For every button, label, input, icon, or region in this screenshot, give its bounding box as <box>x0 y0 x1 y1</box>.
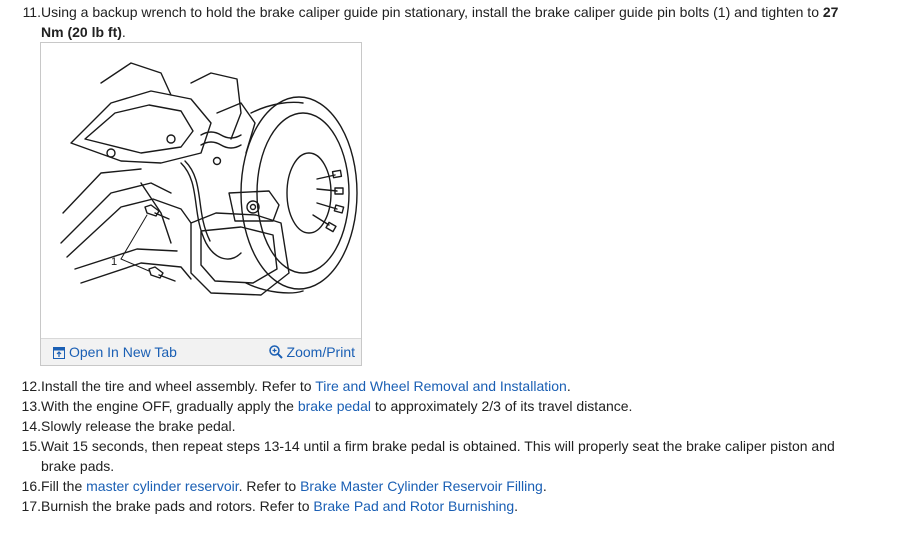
step-11: 11. Using a backup wrench to hold the br… <box>14 2 884 40</box>
step-text: Install the tire and wheel assembly. Ref… <box>41 378 571 394</box>
step-14: 14. Slowly release the brake pedal. <box>14 416 884 436</box>
step-number: 17. <box>21 498 41 514</box>
open-in-new-tab-label: Open In New Tab <box>69 344 177 360</box>
step-text: Burnish the brake pads and rotors. Refer… <box>41 498 519 514</box>
step-13: 13. With the engine OFF, gradually apply… <box>14 396 884 416</box>
step-text: With the engine OFF, gradually apply the… <box>41 398 633 414</box>
figure-toolbar: Open In New Tab Zoom/Print <box>41 338 361 365</box>
pad-rotor-burnishing-link[interactable]: Brake Pad and Rotor Burnishing <box>313 498 515 514</box>
brake-pedal-link[interactable]: brake pedal <box>297 398 371 414</box>
master-cylinder-reservoir-link[interactable]: master cylinder reservoir <box>86 478 239 494</box>
step-number: 12. <box>21 378 41 394</box>
step-text: Wait 15 seconds, then repeat steps 13-14… <box>41 438 835 474</box>
brake-caliper-illustration: 1 <box>60 62 358 296</box>
step-text: Slowly release the brake pedal. <box>41 418 236 434</box>
illustration-figure: 1 Open In New Tab Zoom/Print <box>40 42 362 366</box>
open-in-new-tab-button[interactable]: Open In New Tab <box>53 343 177 361</box>
step-number: 11. <box>22 4 41 20</box>
torque-value: 27 <box>822 4 839 20</box>
open-new-tab-icon <box>53 347 65 359</box>
torque-units: Nm (20 lb ft) <box>41 24 122 40</box>
step-16: 16. Fill the master cylinder reservoir. … <box>14 476 884 496</box>
step-number: 13. <box>21 398 41 414</box>
step-number: 16. <box>21 478 41 494</box>
step-text: Fill the master cylinder reservoir. Refe… <box>41 478 547 494</box>
callout-1-label: 1 <box>111 256 117 268</box>
step-number: 15. <box>21 438 41 454</box>
step-number: 14. <box>21 418 41 434</box>
step-17: 17. Burnish the brake pads and rotors. R… <box>14 496 884 516</box>
step-text: Using a backup wrench to hold the brake … <box>41 4 839 40</box>
magnifier-plus-icon <box>268 345 283 359</box>
step-15: 15. Wait 15 seconds, then repeat steps 1… <box>14 436 884 474</box>
reservoir-filling-link[interactable]: Brake Master Cylinder Reservoir Filling <box>300 478 543 494</box>
tire-wheel-removal-link[interactable]: Tire and Wheel Removal and Installation <box>315 378 567 394</box>
step-12: 12. Install the tire and wheel assembly.… <box>14 376 884 396</box>
zoom-print-button[interactable]: Zoom/Print <box>268 343 355 361</box>
zoom-print-label: Zoom/Print <box>286 344 355 360</box>
